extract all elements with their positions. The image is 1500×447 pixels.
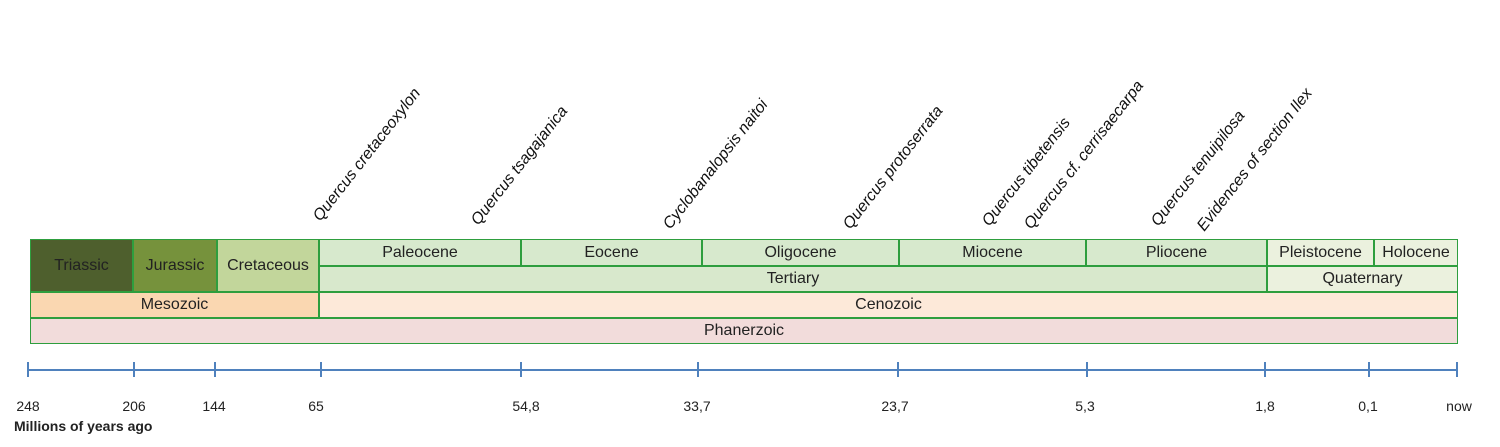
epoch-paleocene: Paleocene [319, 239, 521, 266]
epoch-oligocene: Oligocene [702, 239, 899, 266]
tick-label: 23,7 [881, 398, 909, 414]
axis-title: Millions of years ago [14, 418, 153, 434]
tick-label: 144 [202, 398, 226, 414]
era-cenozoic: Cenozoic [319, 292, 1458, 318]
period-triassic: Triassic [30, 239, 133, 292]
epoch-label: Pleistocene [1279, 243, 1362, 261]
eon-label: Phanerzoic [703, 322, 785, 339]
epoch-eocene: Eocene [521, 239, 702, 266]
era-mesozoic: Mesozoic [30, 292, 319, 318]
subera-label: Tertiary [766, 270, 820, 287]
epoch-holocene: Holocene [1374, 239, 1458, 266]
period-label: Triassic [54, 256, 109, 274]
tick-label: 0,1 [1358, 398, 1378, 414]
epoch-label: Eocene [584, 243, 639, 261]
subera-label: Quaternary [1322, 270, 1403, 287]
epoch-label: Pliocene [1145, 243, 1208, 261]
tick-label: 65 [308, 398, 324, 414]
epoch-label: Oligocene [764, 243, 837, 261]
epoch-label: Miocene [962, 243, 1023, 261]
epoch-miocene: Miocene [899, 239, 1086, 266]
era-label: Cenozoic [855, 296, 922, 313]
period-label: Jurassic [145, 256, 205, 274]
epoch-pleistocene: Pleistocene [1267, 239, 1374, 266]
epoch-label: Paleocene [382, 243, 458, 261]
period-jurassic: Jurassic [133, 239, 217, 292]
tick-label: now [1446, 398, 1472, 414]
tick-label: 54,8 [512, 398, 540, 414]
subera-tertiary: Tertiary [319, 266, 1267, 292]
era-label: Mesozoic [140, 296, 209, 313]
tick-label: 248 [16, 398, 40, 414]
eon-phanerzoic: Phanerzoic [30, 318, 1458, 344]
tick-label: 33,7 [683, 398, 711, 414]
epoch-pliocene: Pliocene [1086, 239, 1267, 266]
period-label: Cretaceous [227, 256, 309, 274]
epoch-label: Holocene [1382, 243, 1450, 261]
tick-label: 5,3 [1075, 398, 1095, 414]
tick-label: 1,8 [1255, 398, 1275, 414]
subera-quaternary: Quaternary [1267, 266, 1458, 292]
tick-label: 206 [122, 398, 146, 414]
period-cretaceous: Cretaceous [217, 239, 319, 292]
